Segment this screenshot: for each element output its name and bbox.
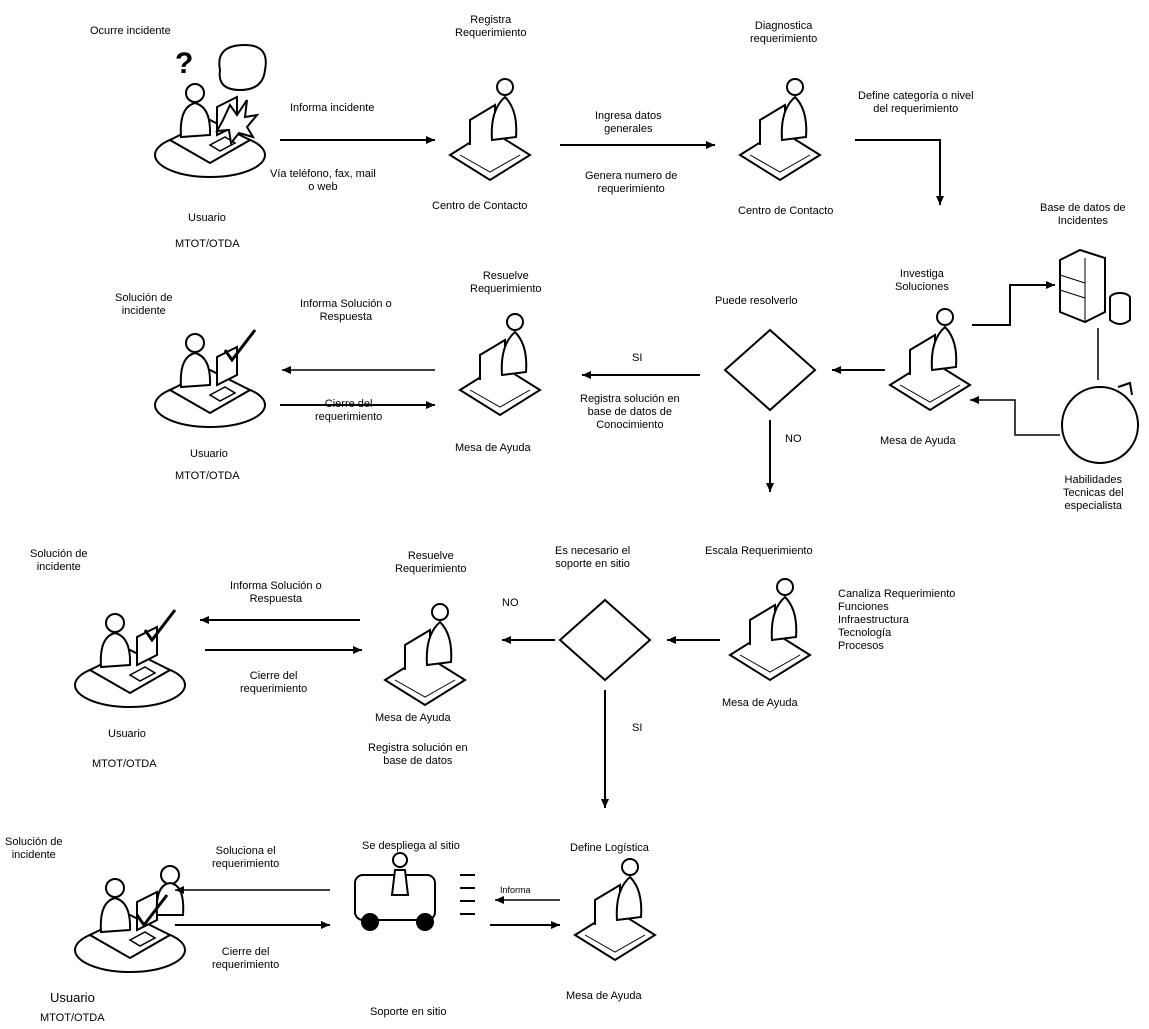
register-db-label: Registra solución en base de datos	[368, 742, 468, 767]
no-label: NO	[785, 433, 802, 445]
database-icon	[1059, 248, 1131, 325]
decision-title: Puede resolverlo	[715, 295, 798, 307]
logistics-title: Define Logística	[570, 842, 649, 854]
arrow-from-skills	[970, 396, 1060, 436]
arrow-close-label-2: Cierre del requerimiento	[240, 670, 308, 695]
arrow-inform-incident-label: Informa incidente	[290, 102, 375, 114]
decision-onsite	[558, 598, 652, 682]
solution-title-3: Solución de incidente	[5, 836, 63, 861]
solution-user-org-1: MTOT/OTDA	[175, 470, 240, 482]
register-node	[449, 78, 531, 181]
skills-title: Habilidades Tecnicas del especialista	[1063, 474, 1124, 512]
user-incident-node: ?	[154, 43, 267, 178]
escalate-name: Mesa de Ayuda	[722, 697, 798, 709]
arrow-number-label: Genera numero de requerimiento	[585, 170, 678, 195]
user-incident-org: MTOT/OTDA	[175, 238, 240, 250]
investigate-name: Mesa de Ayuda	[880, 435, 956, 447]
question-mark-icon: ?	[175, 47, 193, 80]
resolve-name-2: Mesa de Ayuda	[375, 712, 451, 724]
register-title: Registra Requerimiento	[455, 14, 527, 39]
solution-user-node	[154, 328, 266, 428]
arrow-solve-label: Soluciona el requerimiento	[212, 845, 280, 870]
arrow-inform-channels-label: Vía teléfono, fax, mail o web	[270, 168, 376, 193]
register-name: Centro de Contacto	[432, 200, 528, 212]
register-knowledge-label: Registra solución en base de datos de Co…	[580, 393, 680, 431]
channels-list: Canaliza Requerimiento Funciones Infraes…	[838, 588, 956, 652]
logistics-node	[574, 858, 656, 961]
decision-can-resolve	[723, 328, 817, 412]
resolve-title-2: Resuelve Requerimiento	[395, 550, 467, 575]
solution-user-org-3: MTOT/OTDA	[40, 1012, 105, 1024]
solution-title-2: Solución de incidente	[30, 548, 88, 573]
resolve-node-2	[384, 603, 466, 706]
escalate-title: Escala Requerimiento	[705, 545, 813, 557]
thought-bubble-icon	[218, 43, 267, 92]
logistics-name: Mesa de Ayuda	[566, 990, 642, 1002]
onsite-support-node	[354, 852, 475, 931]
incident-burst-icon	[215, 99, 260, 146]
arrow-general-data-label: Ingresa datos generales	[595, 110, 662, 135]
resolve-title: Resuelve Requerimiento	[470, 270, 542, 295]
yes-label-2: SI	[632, 722, 643, 734]
decision-onsite-title: Es necesario el soporte en sitio	[555, 545, 631, 570]
solution-user-org-2: MTOT/OTDA	[92, 758, 157, 770]
solution-user-name-1: Usuario	[190, 448, 228, 460]
yes-label: SI	[632, 352, 643, 364]
no-label-2: NO	[502, 597, 519, 609]
small-arrow-label: Informa	[500, 885, 531, 895]
resolve-node	[459, 313, 541, 416]
solution-title-1: Solución de incidente	[115, 292, 173, 317]
skills-icon	[1061, 381, 1139, 464]
diagnose-node	[739, 78, 821, 181]
arrow-close-label-3: Cierre del requerimiento	[212, 946, 280, 971]
solution-user-name-2: Usuario	[108, 728, 146, 740]
database-title: Base de datos de Incidentes	[1040, 202, 1126, 227]
investigate-node	[889, 308, 971, 411]
arrow-to-database	[972, 281, 1055, 326]
diagnose-title: Diagnostica requerimiento	[750, 20, 818, 45]
arrow-define-category	[855, 139, 944, 205]
resolve-name: Mesa de Ayuda	[455, 442, 531, 454]
define-category-label: Define categoría o nivel del requerimien…	[858, 90, 974, 115]
deploy-name: Soporte en sitio	[370, 1006, 447, 1018]
solution-user-node-2	[74, 608, 186, 708]
arrow-inform-solution-label: Informa Solución o Respuesta	[300, 298, 392, 323]
solution-user-node-3	[74, 865, 186, 973]
user-incident-name: Usuario	[188, 212, 226, 224]
solution-user-name-3: Usuario	[50, 990, 95, 1005]
user-incident-title: Ocurre incidente	[90, 25, 171, 37]
arrow-inform-solution-label-2: Informa Solución o Respuesta	[230, 580, 322, 605]
investigate-title: Investiga Soluciones	[895, 268, 949, 293]
diagnose-name: Centro de Contacto	[738, 205, 834, 217]
deploy-title: Se despliega al sitio	[362, 840, 460, 852]
arrow-close-label: Cierre del requerimiento	[315, 398, 383, 423]
escalate-node	[729, 578, 811, 681]
